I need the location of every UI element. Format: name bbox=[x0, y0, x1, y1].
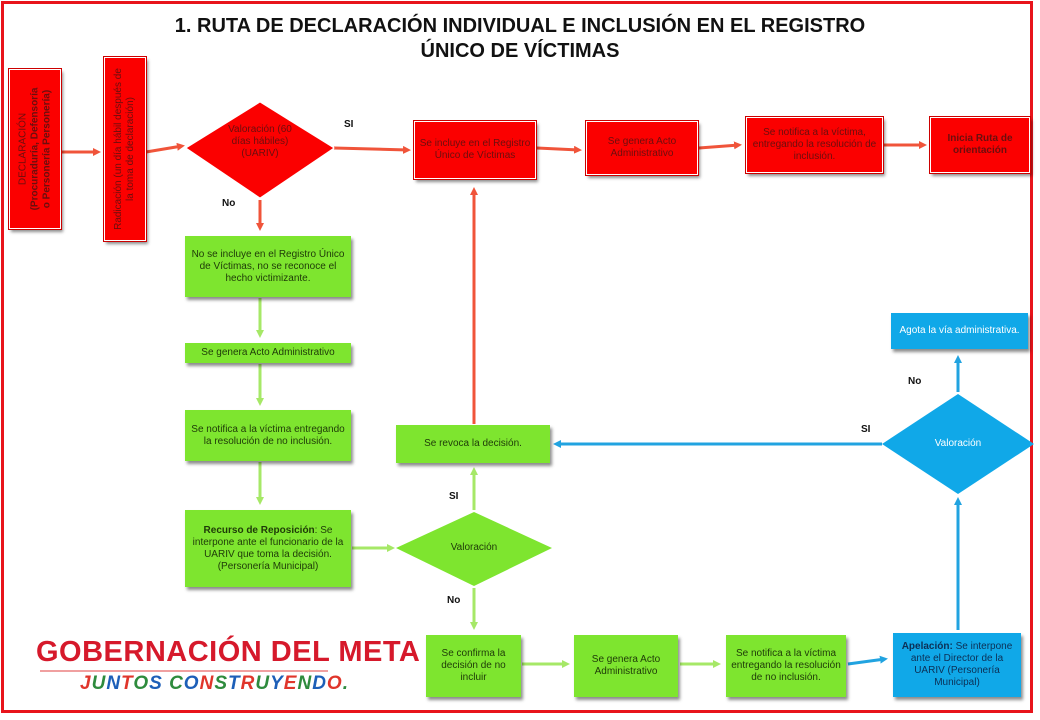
label-si-1: SI bbox=[344, 119, 354, 130]
apelacion-text: Se interpone ante el Director de la UARI… bbox=[910, 641, 1013, 688]
valoracion-3-text: Valoración bbox=[934, 438, 982, 449]
slogan-letter: O bbox=[183, 673, 200, 694]
declaracion-line-1: DECLARACIÓN bbox=[17, 112, 28, 186]
slogan-letter: . bbox=[342, 673, 349, 694]
node-acto-no-inclusion: Se genera Acto Administrativo bbox=[185, 343, 351, 363]
recurso-label: Recurso de Reposición bbox=[203, 524, 315, 536]
arrow-notifica-apelacion bbox=[847, 655, 888, 666]
label-si-2: SI bbox=[449, 491, 459, 502]
arrow-valoracion-incluye bbox=[333, 145, 411, 154]
node-revoca: Se revoca la decisión. bbox=[396, 425, 550, 463]
slogan-letter: Y bbox=[270, 673, 284, 694]
slogan-letter: T bbox=[121, 673, 134, 694]
slogan-letter: S bbox=[149, 673, 163, 694]
label-no-1: No bbox=[222, 198, 236, 209]
node-notifica-no-inclusion: Se notifica a la víctima entregando la r… bbox=[185, 410, 351, 461]
node-inicia-ruta: Inicia Ruta de orientación bbox=[929, 116, 1031, 174]
slogan-letter: U bbox=[255, 673, 271, 694]
radicacion-line-2: la toma de declaración) bbox=[125, 97, 136, 201]
node-radicacion: Radicación (un día hábil después de la t… bbox=[103, 56, 147, 242]
node-notifica-inclusion: Se notifica a la víctima, entregando la … bbox=[745, 116, 884, 174]
arrow-incluye-acto bbox=[536, 145, 582, 154]
arrow-acto-notifica bbox=[698, 141, 742, 150]
diamond-valoracion-3 bbox=[882, 394, 1034, 494]
logo-gobernacion: GOBERNACIÓN DEL META bbox=[36, 636, 421, 668]
slogan-letter: N bbox=[106, 673, 122, 694]
arrow-radicacion-valoracion bbox=[145, 142, 185, 154]
declaracion-line-2: (Procuraduría, Defensoría bbox=[29, 87, 40, 211]
label-si-3: SI bbox=[861, 424, 871, 435]
slogan-letter: E bbox=[283, 673, 298, 694]
slogan-letter: R bbox=[240, 673, 256, 694]
node-agota: Agota la vía administrativa. bbox=[891, 313, 1028, 349]
slogan-letter: O bbox=[326, 673, 343, 694]
node-notifica-final: Se notifica a la víctima entregando la r… bbox=[726, 635, 846, 697]
title-line-1: 1. RUTA DE DECLARACIÓN INDIVIDUAL E INCL… bbox=[174, 15, 866, 37]
node-confirma: Se confirma la decisión de no incluir bbox=[426, 635, 521, 697]
slogan-letter: N bbox=[297, 673, 313, 694]
slogan-letter: U bbox=[91, 673, 107, 694]
node-apelacion: Apelación: Se interpone ante el Director… bbox=[893, 633, 1021, 697]
slogan-letter: S bbox=[214, 673, 228, 694]
node-acto-final: Se genera Acto Administrativo bbox=[574, 635, 678, 697]
diamond-valoracion-2 bbox=[396, 512, 552, 586]
node-acto-inclusion: Se genera Acto Administrativo bbox=[585, 120, 699, 176]
slogan-letter: N bbox=[199, 673, 215, 694]
node-declaracion: DECLARACIÓN (Procuraduría, Defensoría o … bbox=[8, 68, 62, 230]
slogan-letter: J bbox=[80, 673, 92, 694]
valoracion-2-text: Valoración bbox=[450, 542, 498, 553]
slogan-letter: T bbox=[228, 673, 241, 694]
node-recurso-reposicion: Recurso de Reposición: Se interpone ante… bbox=[185, 510, 351, 587]
slogan-letter: O bbox=[133, 673, 150, 694]
slogan-letter: C bbox=[169, 673, 184, 694]
node-se-incluye: Se incluye en el Registro Único de Vícti… bbox=[413, 120, 537, 180]
recurso-text: : Se interpone ante el funcionario de la… bbox=[192, 524, 344, 572]
diagram-title: 1. RUTA DE DECLARACIÓN INDIVIDUAL E INCL… bbox=[120, 14, 920, 64]
apelacion-label: Apelación: bbox=[901, 641, 953, 652]
label-no-2: No bbox=[447, 595, 461, 606]
title-line-2: ÚNICO DE VÍCTIMAS bbox=[420, 40, 620, 62]
label-no-3: No bbox=[908, 376, 922, 387]
node-no-incluye: No se incluye en el Registro Único de Ví… bbox=[185, 236, 351, 297]
logo-divider bbox=[40, 670, 328, 672]
logo-slogan: JUNTOS CONSTRUYENDO. bbox=[80, 673, 349, 695]
declaracion-line-3: o Personería Personería) bbox=[41, 89, 52, 209]
slogan-letter: D bbox=[312, 673, 327, 694]
diamond-valoracion-1 bbox=[185, 101, 335, 199]
valoracion-1-text: Valoración (60 días hábiles) (UARIV) bbox=[228, 124, 292, 159]
radicacion-line-1: Radicación (un día hábil después de bbox=[113, 68, 124, 230]
